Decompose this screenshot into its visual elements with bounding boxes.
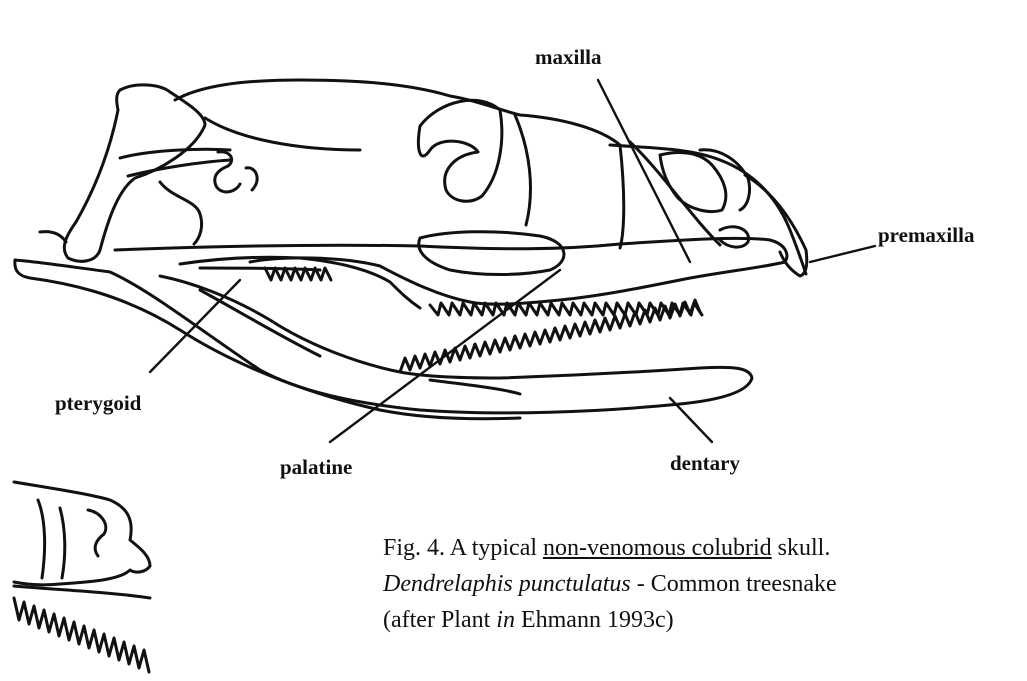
braincase [175,80,624,248]
caption-line-1: Fig. 4. A typical non-venomous colubrid … [383,530,837,566]
caption-underlined-term: non-venomous colubrid [543,535,772,561]
inset-teeth [14,598,149,672]
caption-in: in [496,607,515,633]
frontal-bone [418,100,501,201]
caption-line-3-suffix: Ehmann 1993c) [515,607,674,633]
leader-pterygoid [150,280,240,372]
label-pterygoid: pterygoid [55,391,142,415]
caption-line-3: (after Plant in Ehmann 1993c) [383,602,837,638]
label-palatine: palatine [280,455,352,479]
caption-line-2: Dendrelaphis punctulatus - Common treesn… [383,566,837,602]
inset-skull [14,482,150,585]
caption-line-3-prefix: (after Plant [383,607,496,633]
label-maxilla: maxilla [535,45,602,69]
caption-line-1-suffix: skull. [772,535,831,561]
figure-caption: Fig. 4. A typical non-venomous colubrid … [383,530,837,638]
leader-dentary [670,398,712,442]
caption-common-name: - Common treesnake [631,571,837,597]
caption-line-1-prefix: Fig. 4. A typical [383,535,543,561]
caption-species-name: Dendrelaphis punctulatus [383,571,631,597]
leader-maxilla [598,80,690,262]
label-premaxilla: premaxilla [878,223,975,247]
lower-jaw [15,260,752,413]
leader-premaxilla [810,246,875,262]
palatine-bone [419,232,564,275]
label-dentary: dentary [670,451,740,475]
